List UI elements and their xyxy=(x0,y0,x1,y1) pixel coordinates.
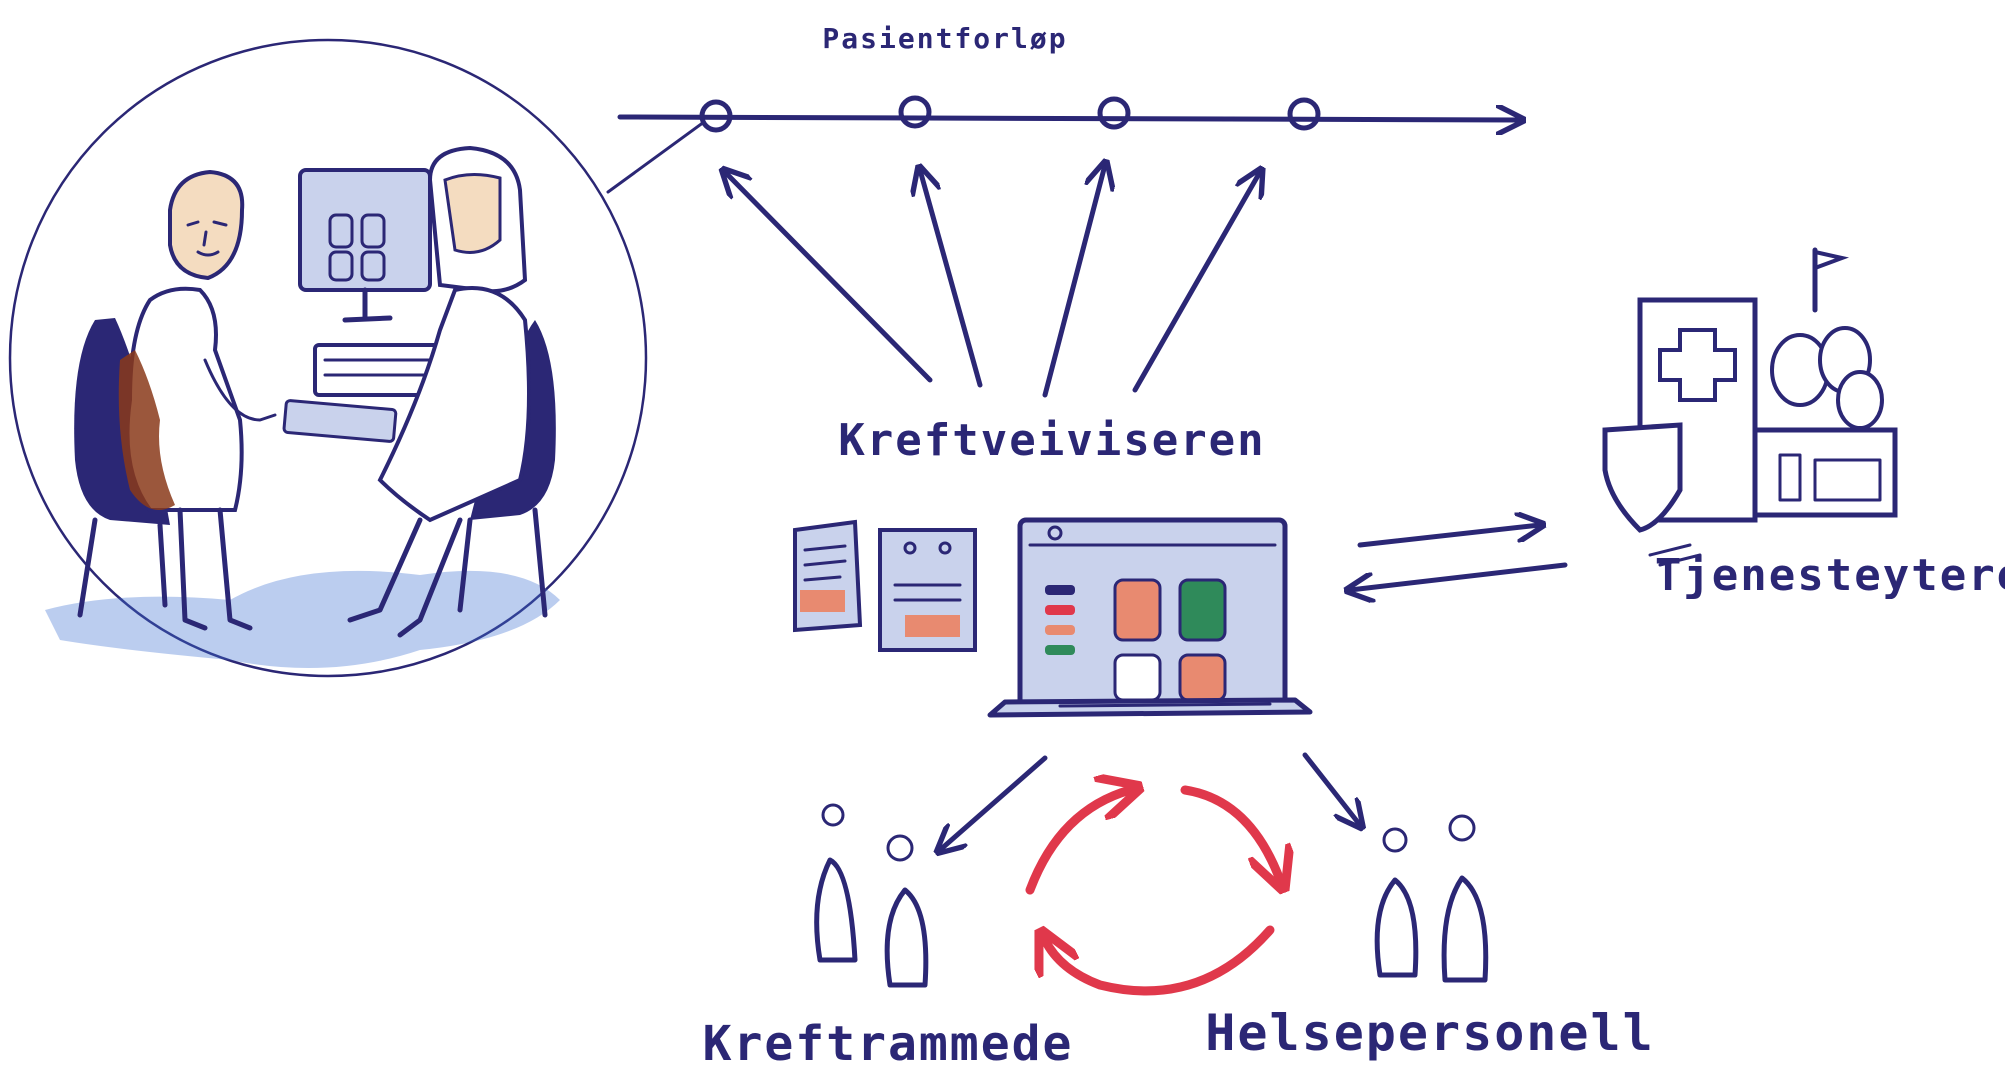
health-staff-label: Helsepersonell xyxy=(1205,1004,1654,1062)
hospital-icon xyxy=(1602,247,1898,567)
timeline-label: Pasientforløp xyxy=(822,22,1067,55)
health-staff-group xyxy=(1374,814,1489,983)
arrow-up-3 xyxy=(1042,165,1105,398)
person-icon xyxy=(1448,814,1476,842)
arrow-to-health-staff xyxy=(1302,752,1360,825)
doctor-face xyxy=(443,173,502,254)
connector-line xyxy=(606,120,706,194)
cycle-arrows-icon xyxy=(1025,785,1280,996)
timeline-node xyxy=(699,99,733,133)
person-icon xyxy=(814,857,858,963)
person-icon xyxy=(821,803,845,827)
timeline: Pasientforløp xyxy=(617,22,1520,133)
doctor-leg xyxy=(397,517,463,638)
hub-to-timeline-arrows xyxy=(725,165,1260,398)
patient-arm xyxy=(203,358,277,422)
cycle-arc-top xyxy=(1180,785,1280,880)
cycle-arc-left xyxy=(1025,790,1130,895)
chair-leg xyxy=(157,522,168,608)
timeline-node xyxy=(1097,96,1131,130)
timeline-node xyxy=(1287,97,1321,131)
doctor-figure xyxy=(282,145,531,638)
chair-leg xyxy=(532,507,548,618)
patient-figure xyxy=(118,169,277,631)
monitor-icon xyxy=(298,168,467,397)
chair-leg xyxy=(77,517,98,618)
arrow-up-4 xyxy=(1132,172,1260,393)
patient-leg xyxy=(217,507,253,631)
patient-face xyxy=(186,220,228,257)
patients-label: Kreftrammede xyxy=(703,1016,1074,1072)
arrow-up-2 xyxy=(920,170,983,388)
consultation-scene-icon xyxy=(8,38,706,678)
person-icon xyxy=(886,834,914,862)
doctor-leg xyxy=(347,517,423,623)
patient-leg xyxy=(177,507,208,631)
cycle-arc-bottom xyxy=(1045,930,1275,996)
arrow-from-providers xyxy=(1350,562,1568,590)
person-icon xyxy=(1441,875,1489,983)
person-icon xyxy=(884,887,929,988)
patient-head xyxy=(168,169,245,281)
doctor-body xyxy=(377,286,531,523)
providers-label: Tjenesteytere xyxy=(1655,550,2005,601)
timeline-node xyxy=(898,95,932,129)
arrow-to-providers xyxy=(1357,525,1540,548)
chair-leg xyxy=(457,517,473,613)
patient-stain xyxy=(118,350,175,510)
arrow-up-1 xyxy=(725,172,933,383)
laptop-icon xyxy=(987,517,1313,718)
hub-label: Kreftveiviseren xyxy=(838,415,1265,466)
provider-exchange-arrows xyxy=(1350,525,1568,590)
person-icon xyxy=(1374,877,1419,978)
timeline-arrow-icon xyxy=(617,117,1520,120)
tablet-icon xyxy=(282,399,398,443)
arrow-to-patients xyxy=(940,755,1048,850)
brochure-icon xyxy=(793,519,977,652)
person-icon xyxy=(1382,827,1408,853)
patients-group xyxy=(814,803,929,988)
